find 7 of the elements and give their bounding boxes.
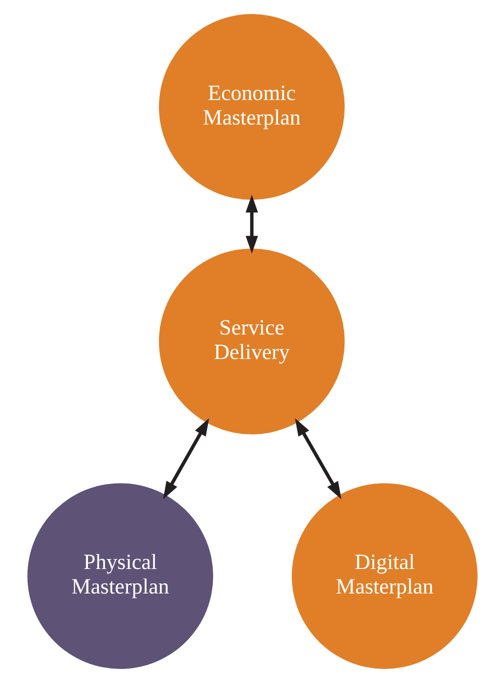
arrow xyxy=(294,418,341,500)
arrow xyxy=(162,418,209,500)
node-circle: Digital Masterplan xyxy=(291,483,478,669)
node-circle: Physical Masterplan xyxy=(26,483,213,669)
arrow xyxy=(245,194,258,254)
node-circle: Economic Masterplan xyxy=(158,14,344,200)
node-circle: Service Delivery xyxy=(158,248,344,434)
